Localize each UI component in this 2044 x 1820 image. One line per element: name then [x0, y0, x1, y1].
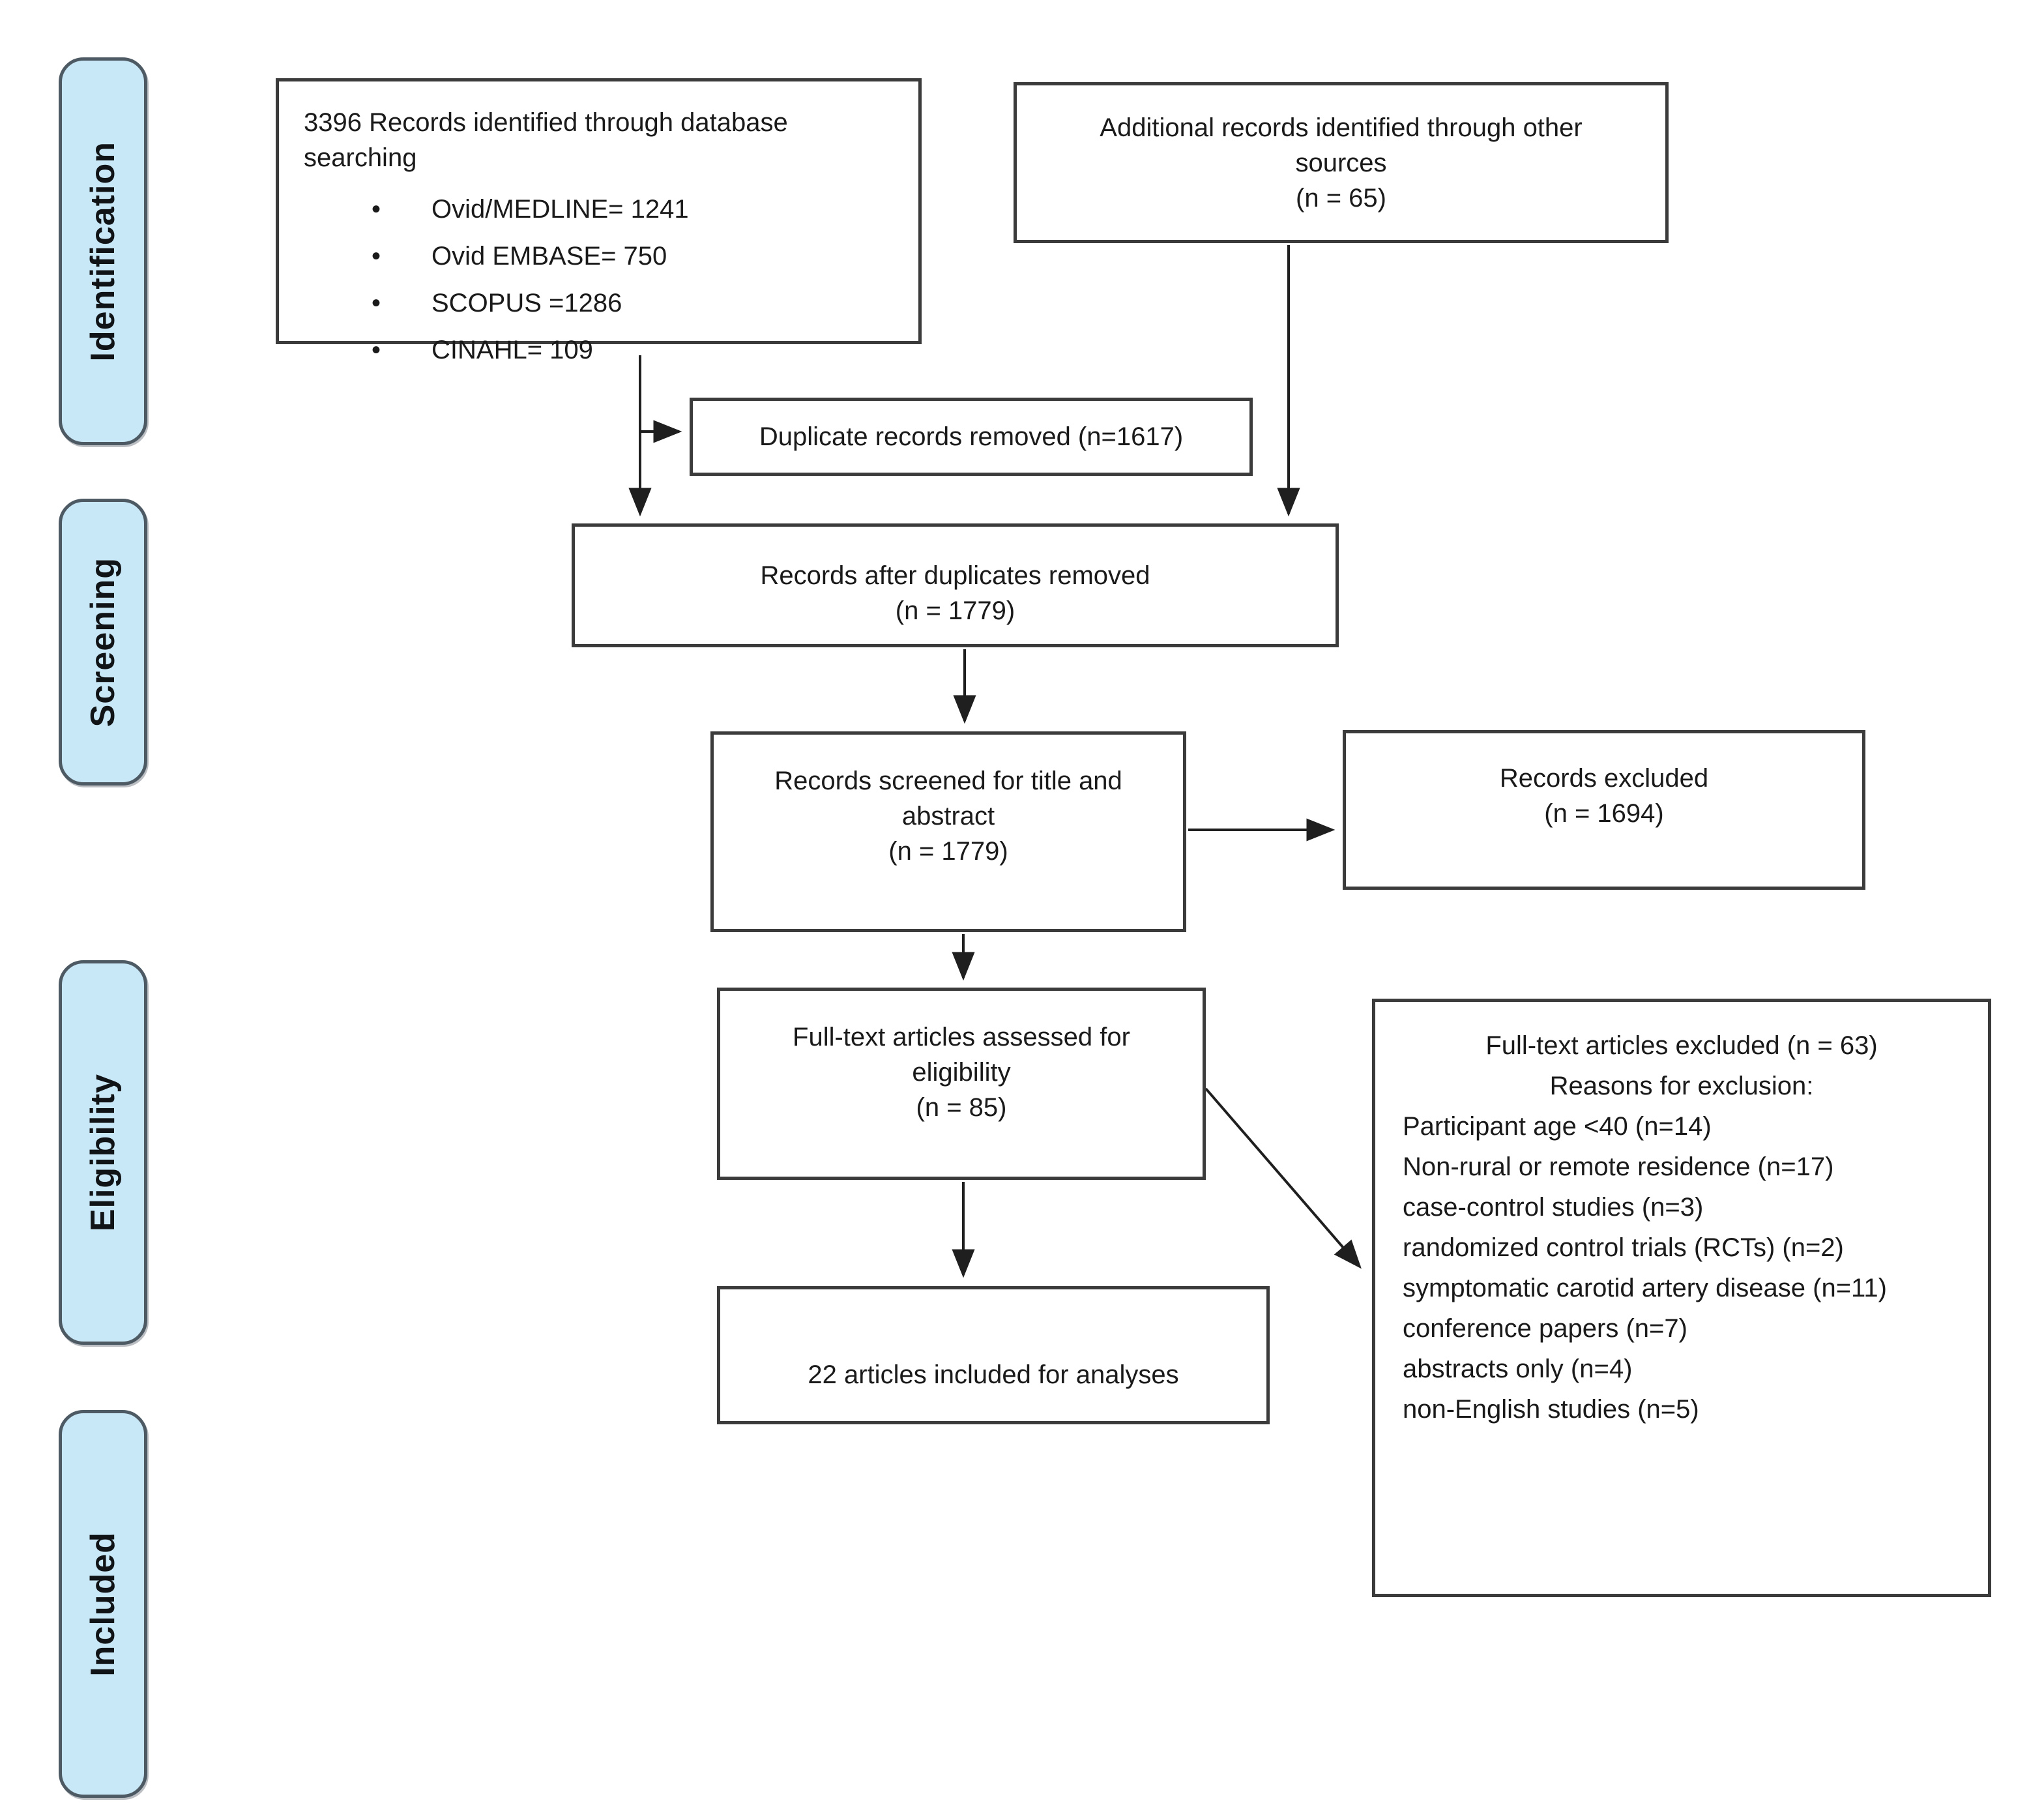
- database-count-item: CINAHL= 109: [431, 336, 593, 364]
- database-count-item: SCOPUS =1286: [431, 289, 622, 317]
- box-text-line: Records after duplicates removed: [760, 561, 1150, 590]
- box-records-excluded: Records excluded (n = 1694): [1343, 730, 1865, 890]
- box-text-line: Records screened for title and: [774, 767, 1122, 795]
- exclusion-reason: randomized control trials (RCTs) (n=2): [1403, 1233, 1844, 1262]
- exclusion-reason: symptomatic carotid artery disease (n=11…: [1403, 1274, 1887, 1302]
- exclusion-reason: Participant age <40 (n=14): [1403, 1112, 1712, 1141]
- box-text-line: (n = 1779): [888, 837, 1008, 866]
- exclusion-reason: case-control studies (n=3): [1403, 1193, 1704, 1222]
- box-text-line: Records excluded: [1499, 764, 1709, 793]
- box-text-line: abstract: [901, 802, 995, 830]
- stage-label-text: Included: [84, 1531, 122, 1677]
- box-records-identified-database: 3396 Records identified through database…: [276, 78, 922, 364]
- box-fulltext-articles-assessed: Full-text articles assessed for eligibil…: [717, 988, 1206, 1180]
- box-text-line: 3396 Records identified through database: [304, 108, 788, 137]
- box-articles-included-for-analyses: 22 articles included for analyses: [717, 1286, 1270, 1424]
- box-text-line: (n = 1694): [1544, 799, 1664, 828]
- bullet-icon: •: [372, 336, 381, 364]
- box-text-line: Full-text articles assessed for: [793, 1023, 1130, 1051]
- box-text-line: 22 articles included for analyses: [808, 1360, 1179, 1389]
- fulltext-excluded-title: Full-text articles excluded (n = 63): [1485, 1031, 1878, 1060]
- arrow-fulltext-assessed-to-fulltext-excluded: [1204, 1087, 1362, 1269]
- exclusion-reason: non-English studies (n=5): [1403, 1395, 1699, 1424]
- exclusion-reason: Non-rural or remote residence (n=17): [1403, 1152, 1834, 1181]
- fulltext-excluded-subtitle: Reasons for exclusion:: [1549, 1072, 1814, 1100]
- box-records-screened: Records screened for title and abstract …: [710, 731, 1186, 932]
- box-duplicate-records-removed: Duplicate records removed (n=1617): [690, 398, 1253, 476]
- bullet-icon: •: [372, 195, 381, 224]
- stage-label-eligibility: Eligibility: [59, 960, 147, 1345]
- box-records-after-duplicates-removed: Records after duplicates removed (n = 17…: [572, 523, 1339, 647]
- bullet-icon: •: [372, 289, 381, 317]
- exclusion-reason: conference papers (n=7): [1403, 1314, 1687, 1343]
- stage-label-screening: Screening: [59, 499, 147, 785]
- stage-label-text: Screening: [84, 557, 122, 727]
- box-additional-records-other-sources: Additional records identified through ot…: [1014, 82, 1669, 243]
- stage-label-text: Identification: [84, 141, 122, 362]
- exclusion-reason: abstracts only (n=4): [1403, 1355, 1633, 1383]
- stage-label-included: Included: [59, 1410, 147, 1798]
- box-text-line: sources: [1295, 149, 1387, 177]
- box-text-line: (n = 85): [916, 1093, 1007, 1122]
- box-text-line: Additional records identified through ot…: [1100, 113, 1583, 142]
- box-text-line: eligibility: [912, 1058, 1011, 1087]
- database-count-item: Ovid EMBASE= 750: [431, 242, 667, 271]
- box-text-line: searching: [304, 143, 417, 172]
- box-text-line: (n = 1779): [895, 596, 1015, 625]
- stage-label-text: Eligibility: [84, 1073, 122, 1232]
- stage-label-identification: Identification: [59, 57, 147, 445]
- box-text-line: (n = 65): [1296, 184, 1386, 213]
- box-fulltext-articles-excluded: Full-text articles excluded (n = 63) Rea…: [1372, 999, 1991, 1597]
- database-count-item: Ovid/MEDLINE= 1241: [431, 195, 689, 224]
- bullet-icon: •: [372, 242, 381, 271]
- box-text-line: Duplicate records removed (n=1617): [759, 422, 1184, 451]
